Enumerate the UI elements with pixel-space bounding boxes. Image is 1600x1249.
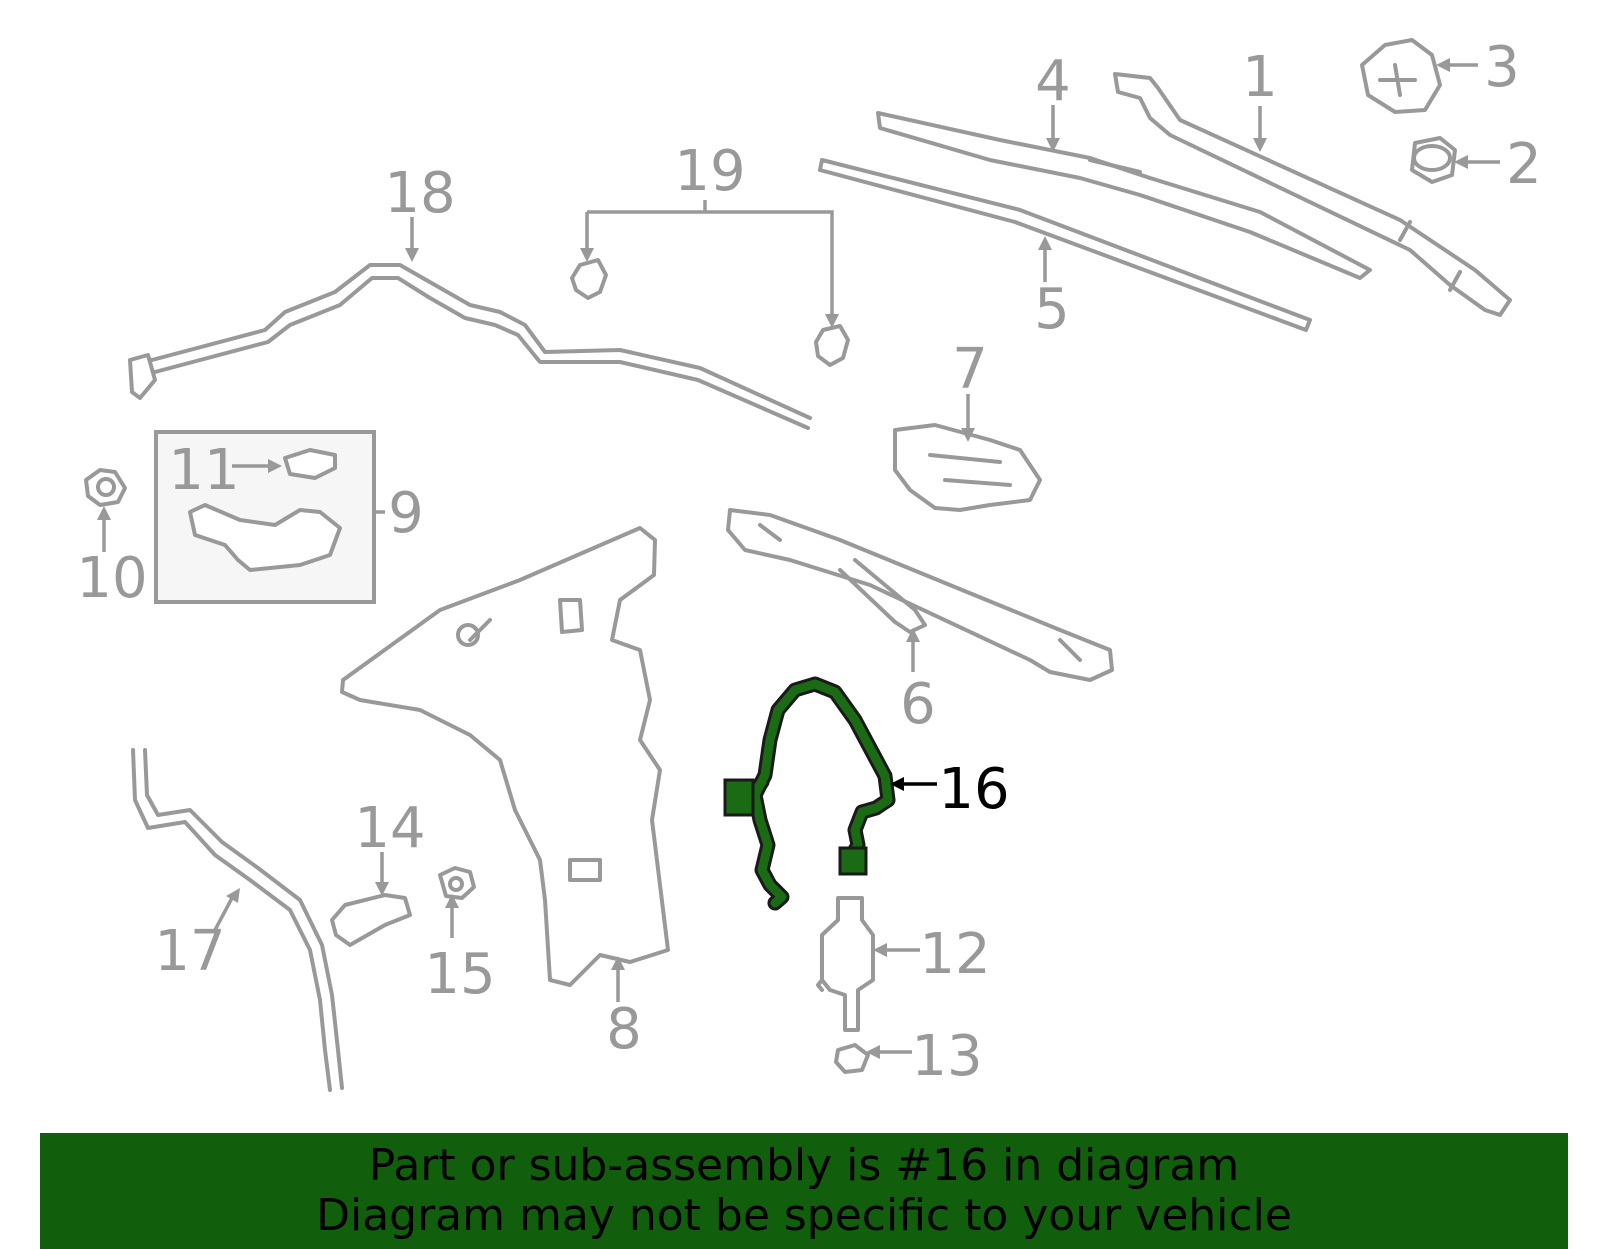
info-banner: Part or sub-assembly is #16 in diagram D… (40, 1133, 1568, 1249)
part-18-hose (128, 263, 812, 430)
part-1-wiper-arm (1113, 72, 1512, 317)
harness-connector (723, 778, 755, 817)
callout-9: 9 (388, 481, 424, 546)
part-7-motor (893, 423, 1042, 512)
callout-1: 1 (1242, 45, 1278, 110)
part-12-pump (816, 896, 875, 1032)
callout-13: 13 (911, 1024, 982, 1089)
part-16-wiring-harness (723, 676, 896, 911)
part-6-linkage (726, 508, 1114, 682)
callout-7: 7 (952, 337, 988, 402)
callout-5: 5 (1034, 277, 1070, 342)
callout-17: 17 (154, 919, 225, 984)
callout-6: 6 (900, 672, 936, 737)
callout-11: 11 (168, 438, 239, 503)
part-15-grommet (438, 866, 476, 900)
part-3-cap (1360, 38, 1442, 114)
callout-4: 4 (1035, 49, 1071, 114)
callout-15: 15 (424, 942, 495, 1007)
callout-12: 12 (919, 922, 990, 987)
callout-3: 3 (1484, 35, 1520, 100)
callout-18: 18 (384, 161, 455, 226)
banner-line-1: Part or sub-assembly is #16 in diagram (368, 1140, 1240, 1191)
leader-lines (97, 58, 1500, 1059)
part-9-pump-assembly-box (154, 430, 385, 604)
part-2-nut (1410, 136, 1457, 184)
part-10-grommet (84, 468, 127, 507)
callout-numbers: 1 2 3 4 5 6 7 8 9 10 11 12 13 14 15 16 1… (76, 35, 1541, 1089)
callout-19: 19 (674, 139, 745, 204)
part-8-reservoir (340, 526, 670, 987)
callout-2: 2 (1506, 132, 1542, 197)
callout-16: 16 (938, 757, 1009, 822)
harness-connector (838, 846, 868, 876)
part-14-valve (330, 893, 412, 947)
callout-14: 14 (354, 796, 425, 861)
banner-line-2: Diagram may not be specific to your vehi… (316, 1190, 1292, 1241)
part-4-wiper-blade (876, 111, 1372, 280)
callout-10: 10 (76, 546, 147, 611)
part-17-hose (131, 748, 344, 1092)
part-13-clip (834, 1043, 870, 1074)
callout-8: 8 (606, 997, 642, 1062)
part-5-wiper-blade (818, 158, 1312, 332)
part-19-nozzles (570, 200, 850, 367)
